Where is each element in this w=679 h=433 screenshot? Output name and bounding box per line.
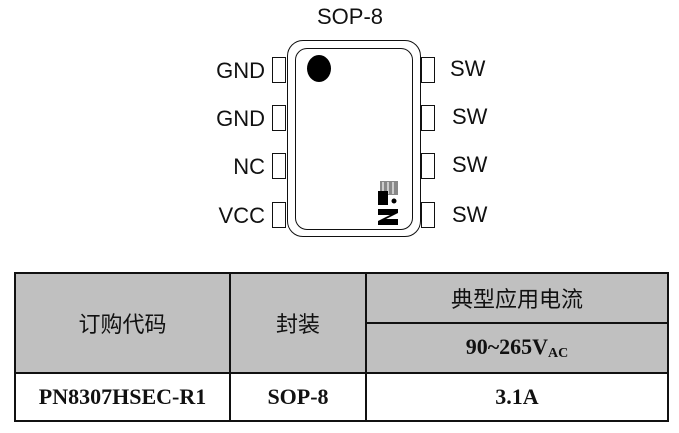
pin-label-1: GND: [216, 58, 265, 83]
pin-label-3: NC: [233, 154, 265, 179]
pin-8: [421, 57, 435, 83]
pin1-marker-dot: [307, 55, 331, 82]
pin-label-2: GND: [216, 106, 265, 131]
package-body: [295, 48, 413, 230]
manufacturer-logo-icon: [378, 181, 398, 225]
pin-label-5: SW: [452, 202, 488, 227]
pin-label-4: VCC: [218, 203, 265, 228]
header-voltage-range: 90~265VAC: [365, 322, 669, 374]
ordering-info-table: 订购代码 封装 典型应用电流 90~265VAC PN8307HSEC-R1 S…: [14, 272, 669, 422]
package-title: SOP-8: [316, 4, 384, 29]
pin-1: [272, 57, 286, 83]
pin-label-7: SW: [452, 104, 488, 129]
pin-label-6: SW: [452, 152, 488, 177]
pin-6: [421, 153, 435, 179]
cell-package: SOP-8: [229, 372, 367, 422]
pin-5: [421, 202, 435, 228]
table-row: PN8307HSEC-R1 SOP-8 3.1A: [14, 372, 669, 422]
voltage-subscript: AC: [548, 346, 569, 361]
pin-label-8: SW: [450, 56, 486, 81]
header-package: 封装: [229, 272, 367, 374]
pin-2: [272, 105, 286, 131]
pin-3: [272, 153, 286, 179]
header-typical-current: 典型应用电流: [365, 272, 669, 324]
cell-order-code: PN8307HSEC-R1: [14, 372, 231, 422]
header-order-code: 订购代码: [14, 272, 231, 374]
voltage-range-text: 90~265V: [465, 334, 549, 359]
cell-current: 3.1A: [365, 372, 669, 422]
pin-7: [421, 105, 435, 131]
package-outline: [287, 40, 421, 237]
pin-4: [272, 202, 286, 228]
